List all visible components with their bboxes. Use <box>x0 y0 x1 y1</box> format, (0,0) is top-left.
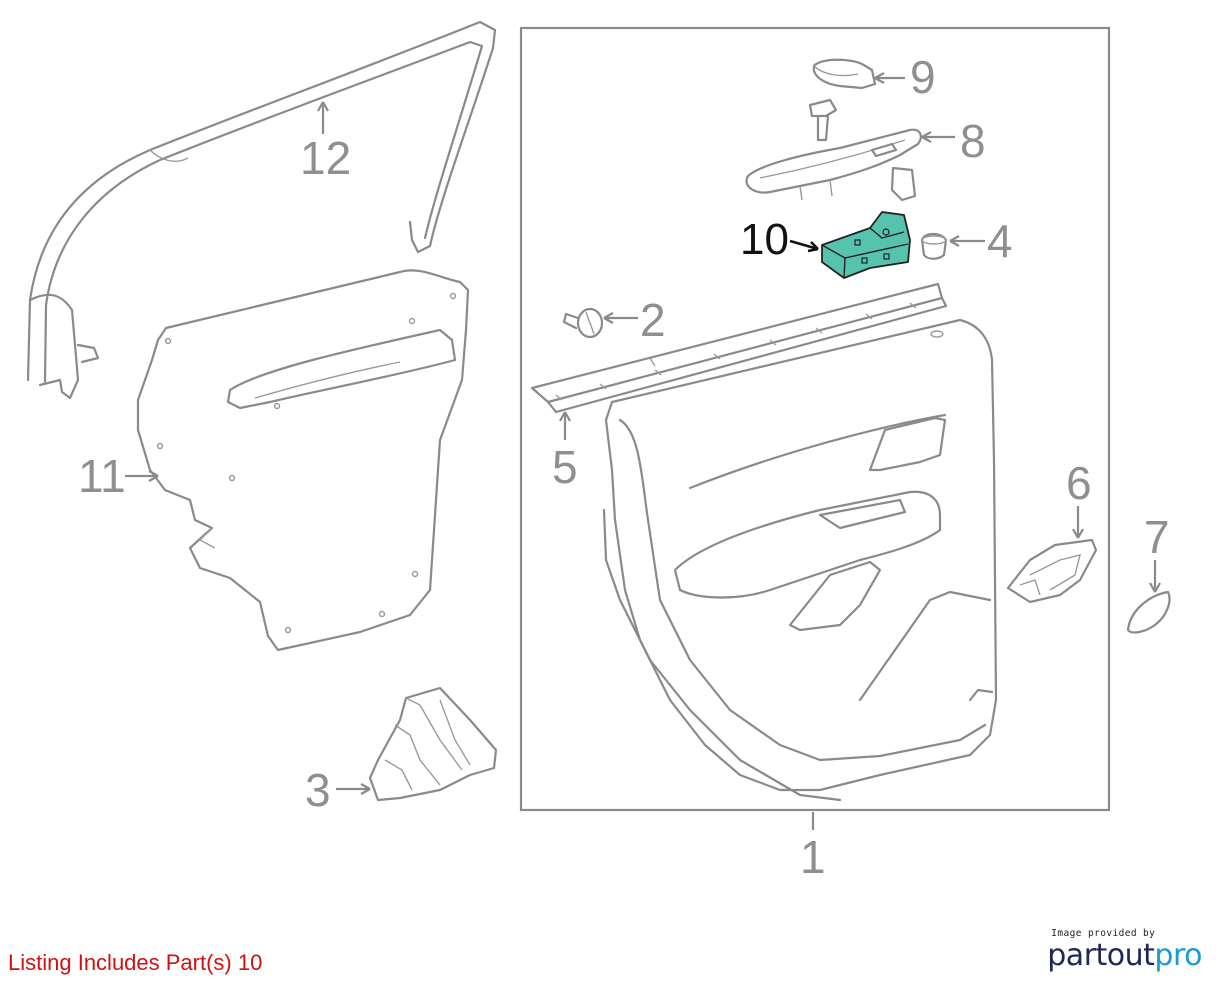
part-10-window-switch <box>821 211 911 279</box>
part-12-window-frame <box>26 20 497 400</box>
callout-12: 12 <box>300 132 351 184</box>
part-4-grommet <box>920 232 948 260</box>
callout-1: 1 <box>800 831 826 883</box>
bolt-fastener <box>808 98 838 142</box>
part-5-belt-molding <box>530 282 948 414</box>
partoutpro-logo: Image provided by partoutpro <box>1047 928 1202 971</box>
assembly-frame <box>519 26 1111 812</box>
callout-7: 7 <box>1144 511 1170 563</box>
brand-name: partoutpro <box>1047 941 1202 971</box>
listing-includes-text: Listing Includes Part(s) 10 <box>8 950 263 975</box>
part-1-door-trim-panel <box>602 318 998 802</box>
callout-5: 5 <box>552 441 578 493</box>
part-2-push-pin <box>562 307 604 339</box>
part-11-water-deflector <box>136 269 470 652</box>
callout-9: 9 <box>910 51 936 103</box>
callout-11: 11 <box>78 450 126 502</box>
part-8-switch-bezel <box>745 128 922 202</box>
callout-10: 10 <box>740 215 789 264</box>
brand-name-part1: partout <box>1047 938 1155 973</box>
callout-6: 6 <box>1066 457 1092 509</box>
part-9-cover-cap <box>812 58 877 90</box>
brand-name-part2: pro <box>1154 938 1202 973</box>
callout-4: 4 <box>987 215 1013 267</box>
part-3-bracket <box>368 686 498 802</box>
callout-2: 2 <box>640 294 666 346</box>
brand-caption: Image provided by <box>1051 928 1156 939</box>
callout-3: 3 <box>305 764 331 816</box>
part-6-inside-handle <box>1006 538 1098 604</box>
part-7-small-cover <box>1126 590 1171 634</box>
leader-lines <box>125 72 1161 830</box>
callout-8: 8 <box>960 115 986 167</box>
